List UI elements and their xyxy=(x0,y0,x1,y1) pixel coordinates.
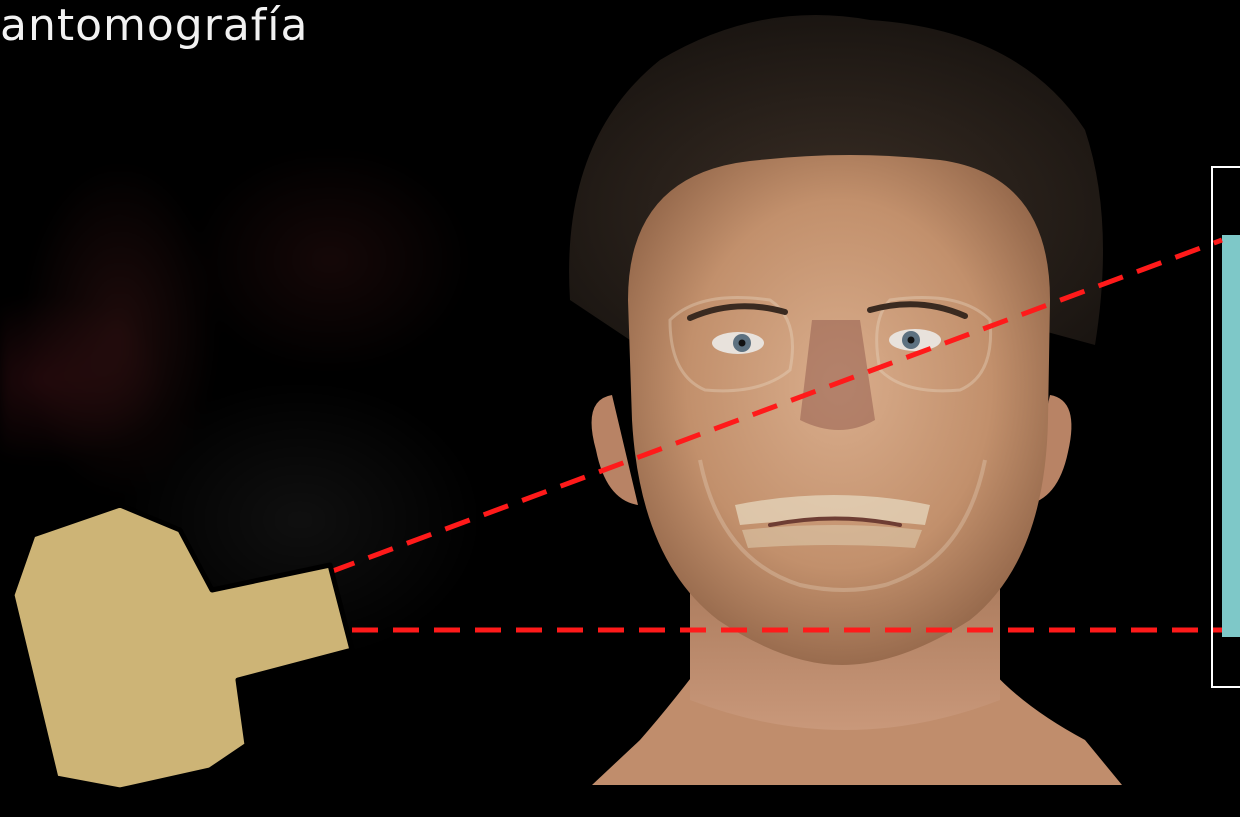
x-ray-emitter xyxy=(12,505,352,790)
right-pupil xyxy=(908,337,915,344)
head-illustration xyxy=(569,15,1122,785)
lower-teeth xyxy=(742,525,922,548)
detector xyxy=(1212,167,1240,687)
left-pupil xyxy=(739,340,746,347)
detector-panel xyxy=(1222,235,1240,637)
left-ear xyxy=(592,395,638,505)
